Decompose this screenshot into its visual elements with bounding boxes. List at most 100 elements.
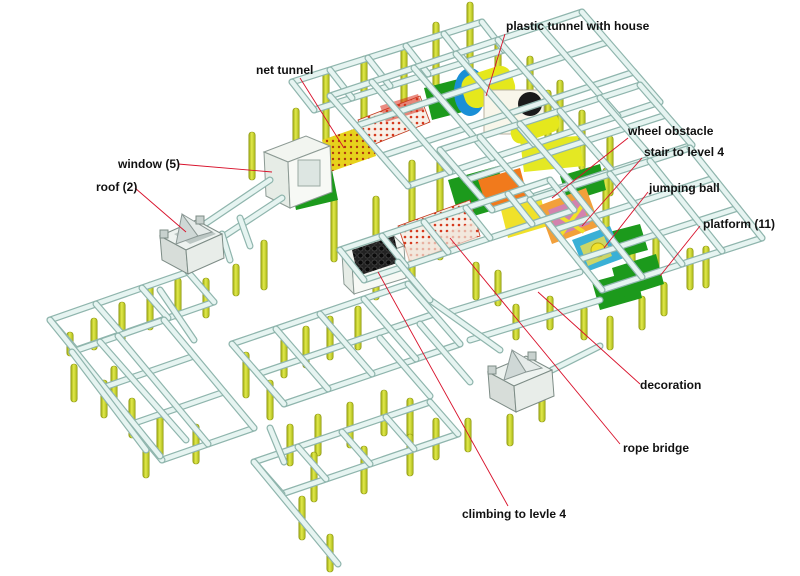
- roof-right: [486, 348, 555, 413]
- post-40: [314, 413, 322, 457]
- upper-main-col-0: [327, 93, 411, 189]
- right-wing-col-3: [647, 158, 725, 254]
- left-mid-col-1: [115, 333, 211, 447]
- leader-stair: [581, 157, 643, 227]
- upper-right-row-1: [463, 112, 669, 183]
- upper-top-col-3: [403, 43, 431, 77]
- post-17: [330, 197, 338, 263]
- post-32: [70, 363, 78, 403]
- right-wing-col-4: [687, 145, 765, 241]
- bottom-diag-c: [377, 335, 433, 399]
- post-19: [260, 239, 268, 291]
- left-lower-col-2: [139, 285, 171, 321]
- leader-roof: [134, 187, 187, 233]
- center-lower-col-3: [463, 205, 493, 241]
- leader-platform: [659, 225, 701, 277]
- upper-main-col-6: [579, 9, 663, 105]
- center-lower-col-1: [379, 233, 409, 269]
- label-climbing: climbing to levle 4: [462, 507, 566, 521]
- label-jumping-ball: jumping ball: [648, 181, 720, 195]
- bottom-diag-d: [417, 321, 473, 385]
- left-walk-d: [237, 215, 253, 249]
- roof-left: [158, 212, 225, 275]
- left-walk-c: [219, 231, 233, 263]
- leader-net-tunnel: [299, 77, 345, 149]
- leader-decoration: [537, 291, 641, 385]
- bottom-edge-a: [467, 297, 603, 343]
- window-box: [262, 135, 333, 209]
- label-stair: stair to level 4: [644, 145, 724, 159]
- leader-wheel: [551, 137, 629, 199]
- label-roof: roof (2): [96, 180, 137, 194]
- leader-plastic-tunnel: [485, 33, 506, 97]
- left-lower-col-1: [93, 301, 125, 337]
- upper-right-row-0: [437, 82, 643, 153]
- post-58: [660, 281, 668, 317]
- leader-climbing: [377, 271, 509, 507]
- label-net-tunnel: net tunnel: [256, 63, 313, 77]
- left-lower-col-3: [185, 269, 217, 305]
- post-57: [638, 295, 646, 331]
- label-window: window (5): [117, 157, 180, 171]
- left-diag-c: [97, 339, 189, 443]
- post-13: [248, 131, 256, 181]
- label-plastic-tunnel: plastic tunnel with house: [506, 19, 650, 33]
- upper-top-row-1: [311, 47, 507, 113]
- bottom-diag-a: [251, 459, 341, 567]
- post-39: [286, 423, 294, 467]
- bottom-grid-b-col-2: [339, 429, 373, 467]
- leader-lines: [134, 33, 701, 507]
- bottom-grid-b-col-3: [383, 414, 417, 452]
- leader-jumping-ball: [603, 191, 649, 249]
- post-50: [464, 417, 472, 453]
- bottom-grid-a-col-4: [405, 281, 463, 347]
- upper-top-col-2: [365, 55, 393, 89]
- bottom-grid-a-col-3: [361, 296, 419, 362]
- bottom-grid-a-col-0: [229, 341, 287, 407]
- left-diag-b: [69, 349, 149, 453]
- leader-window: [177, 163, 273, 173]
- bottom-edge-b: [447, 269, 583, 315]
- post-42: [380, 389, 388, 437]
- post-59: [686, 247, 694, 291]
- post-18: [232, 263, 240, 297]
- post-63: [472, 261, 480, 301]
- center-lower-col-5: [547, 177, 577, 213]
- bottom-grid-a-col-2: [317, 311, 375, 377]
- center-lower-col-2: [421, 219, 451, 255]
- right-wing-col-1: [567, 184, 645, 280]
- post-51: [506, 413, 514, 447]
- right-wing-col-2: [607, 171, 685, 267]
- center-lower-col-0: [337, 247, 367, 283]
- upper-right-col-3: [557, 108, 615, 174]
- upper-right-col-4: [597, 95, 655, 161]
- upper-top-col-0: [289, 79, 317, 113]
- left-diag-a: [47, 317, 163, 459]
- bottom-grid-a-col-1: [273, 326, 331, 392]
- center-lower-col-4: [505, 191, 535, 227]
- label-rope-bridge: rope bridge: [623, 441, 689, 455]
- labels: plastic tunnel with house net tunnel win…: [96, 19, 775, 521]
- upper-main-col-2: [411, 65, 495, 161]
- center-lower-row-0: [337, 177, 553, 253]
- bottom-grid-b-col-4: [427, 399, 461, 437]
- left-lower-row-0: [47, 269, 191, 323]
- upper-right-col-2: [517, 121, 575, 187]
- label-decoration: decoration: [640, 378, 701, 392]
- post-56: [606, 315, 614, 351]
- label-platform: platform (11): [703, 217, 775, 231]
- left-mid-col-2: [161, 317, 257, 431]
- bottom-edge-e: [549, 343, 603, 373]
- bottom-edge-c: [427, 297, 503, 353]
- left-diag-d: [157, 287, 197, 343]
- upper-right-col-5: [637, 82, 695, 148]
- post-55: [580, 305, 588, 341]
- bottom-diag-b: [267, 425, 287, 465]
- upper-top-row-0: [289, 19, 485, 85]
- leader-rope-bridge: [449, 237, 621, 445]
- bottom-grid-b-col-1: [295, 444, 329, 482]
- bottom-edge-d: [395, 259, 433, 303]
- upper-main-col-1: [369, 79, 453, 175]
